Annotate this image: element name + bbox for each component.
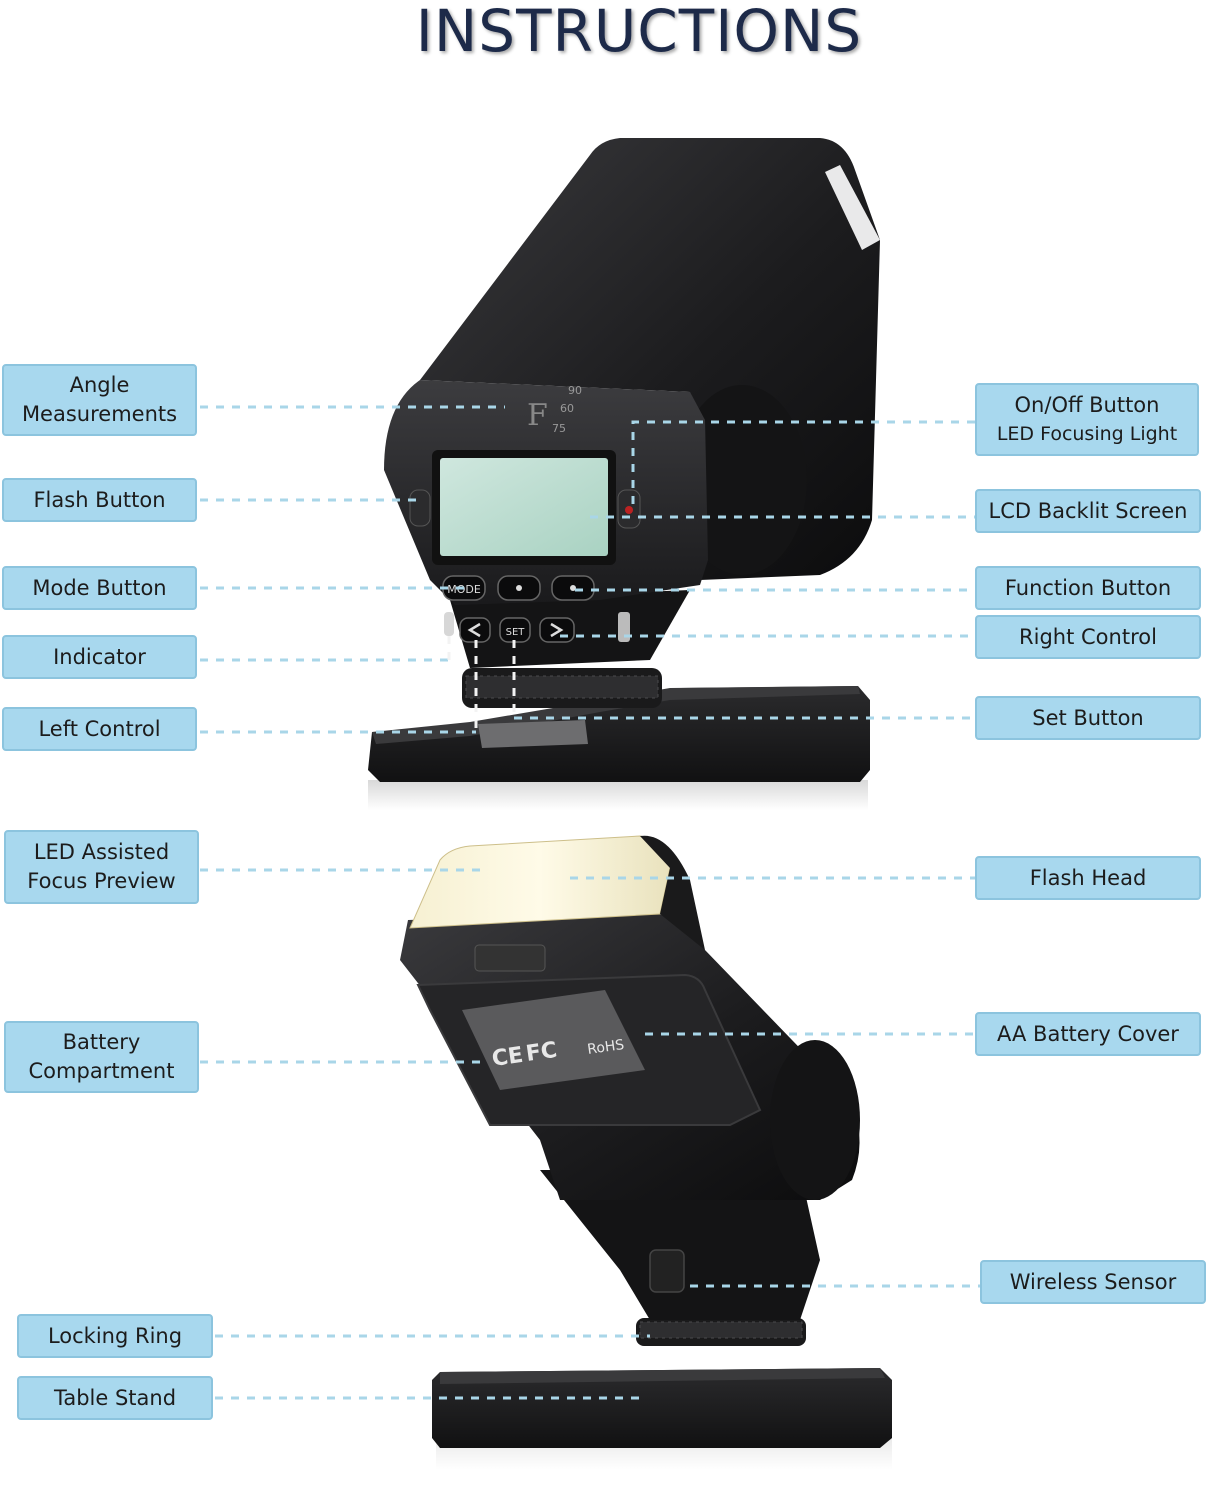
bottom-flash-head-rim [640, 835, 705, 950]
callout-aa-battery-cover-text: AA Battery Cover [997, 1021, 1179, 1046]
callout-mode-button-text: Mode Button [32, 575, 167, 600]
top-pivot-disc [677, 385, 807, 575]
mode-button-text: MODE [447, 583, 481, 596]
callout-on-off-line-1: On/Off Button [1014, 392, 1160, 417]
callout-flash-button: Flash Button [2, 478, 197, 522]
cert-label [462, 990, 645, 1090]
top-table-stand [368, 686, 870, 782]
callout-on-off-line-2: LED Focusing Light [996, 422, 1178, 445]
callout-angle-measurements: Angle Measurements [2, 364, 197, 436]
callout-aa-battery-cover: AA Battery Cover [975, 1012, 1201, 1056]
top-head-side-highlight [825, 165, 880, 250]
callout-table-stand-text: Table Stand [53, 1385, 177, 1410]
callout-battery-compartment-line-1: Battery [62, 1030, 141, 1054]
bottom-pivot-disc [770, 1040, 860, 1200]
callout-flash-head: Flash Head [975, 856, 1201, 900]
callout-lcd-backlit-screen: LCD Backlit Screen [975, 489, 1201, 533]
callout-function-button: Function Button [975, 566, 1201, 610]
callout-indicator: Indicator [2, 635, 197, 679]
function-button-2-dot [570, 585, 576, 591]
callout-locking-ring: Locking Ring [17, 1314, 213, 1358]
right-control-shape [539, 617, 575, 643]
callout-led-assisted-focus-preview: LED Assisted Focus Preview [4, 830, 199, 904]
battery-door-grip [474, 944, 546, 972]
leader-lines [200, 405, 980, 1400]
angle-mark-60: 60 [560, 402, 574, 415]
callout-led-assisted-line-1: LED Assisted [33, 840, 170, 864]
left-arrow-icon [467, 622, 481, 638]
callout-table-stand: Table Stand [17, 1376, 213, 1420]
flash-button-shape [409, 489, 431, 527]
callout-function-button-text: Function Button [1004, 575, 1172, 600]
callout-left-control-text: Left Control [38, 716, 161, 741]
wireless-sensor-shape [649, 1249, 685, 1293]
cert-fc: FC [524, 1038, 558, 1067]
bottom-flash-unit: CE FC RoHS [400, 835, 892, 1470]
bottom-stand-top-face [440, 1368, 885, 1384]
bottom-table-stand [432, 1368, 892, 1448]
callout-right-control-text: Right Control [1019, 624, 1157, 649]
leader-on-off-button [631, 420, 975, 510]
indicator-light [444, 612, 454, 636]
callout-on-off-button: On/Off Button LED Focusing Light [975, 383, 1199, 456]
set-button-text: SET [506, 627, 526, 638]
callout-flash-head-text: Flash Head [1029, 865, 1147, 890]
cert-rohs: RoHS [586, 1037, 625, 1058]
callout-mode-button: Mode Button [2, 566, 197, 610]
cert-ce: CE [490, 1043, 524, 1072]
callout-locking-ring-text: Locking Ring [47, 1323, 183, 1348]
top-locking-ring-ridges [465, 675, 659, 699]
lcd-display [440, 458, 608, 556]
hot-shoe-plate [478, 720, 588, 748]
stand-reflection [368, 780, 868, 810]
callout-battery-compartment: Battery Compartment [4, 1021, 199, 1093]
callout-left-control: Left Control [2, 707, 197, 751]
bottom-flash-head-lens [409, 835, 671, 929]
callout-angle-measurements-line-1: Angle [69, 373, 130, 397]
callout-angle-measurements-line-2: Measurements [21, 402, 178, 426]
callout-wireless-sensor: Wireless Sensor [980, 1260, 1206, 1304]
page-title: INSTRUCTIONS [415, 0, 863, 65]
bottom-locking-ring-ridges [639, 1321, 803, 1339]
angle-mark-75: 75 [552, 422, 566, 435]
callout-led-assisted-line-2: Focus Preview [27, 869, 176, 893]
top-flash-unit: F 90 60 75 MODE SET [368, 138, 880, 810]
angle-mark-90: 90 [568, 384, 582, 397]
callout-set-button: Set Button [975, 696, 1201, 740]
right-arrow-icon [550, 622, 564, 638]
callout-wireless-sensor-text: Wireless Sensor [1009, 1269, 1177, 1294]
function-button-1-dot [516, 585, 522, 591]
on-off-indicator-dot [625, 506, 633, 514]
callout-battery-compartment-line-2: Compartment [28, 1059, 175, 1083]
callout-flash-button-text: Flash Button [33, 487, 166, 512]
bottom-neck [540, 1170, 820, 1320]
callout-set-button-text: Set Button [1032, 705, 1144, 730]
angle-mark-f: F [527, 398, 548, 433]
left-control-shape [459, 617, 491, 643]
callout-indicator-text: Indicator [53, 644, 146, 669]
callout-lcd-text: LCD Backlit Screen [988, 498, 1188, 523]
callout-right-control: Right Control [975, 615, 1201, 659]
